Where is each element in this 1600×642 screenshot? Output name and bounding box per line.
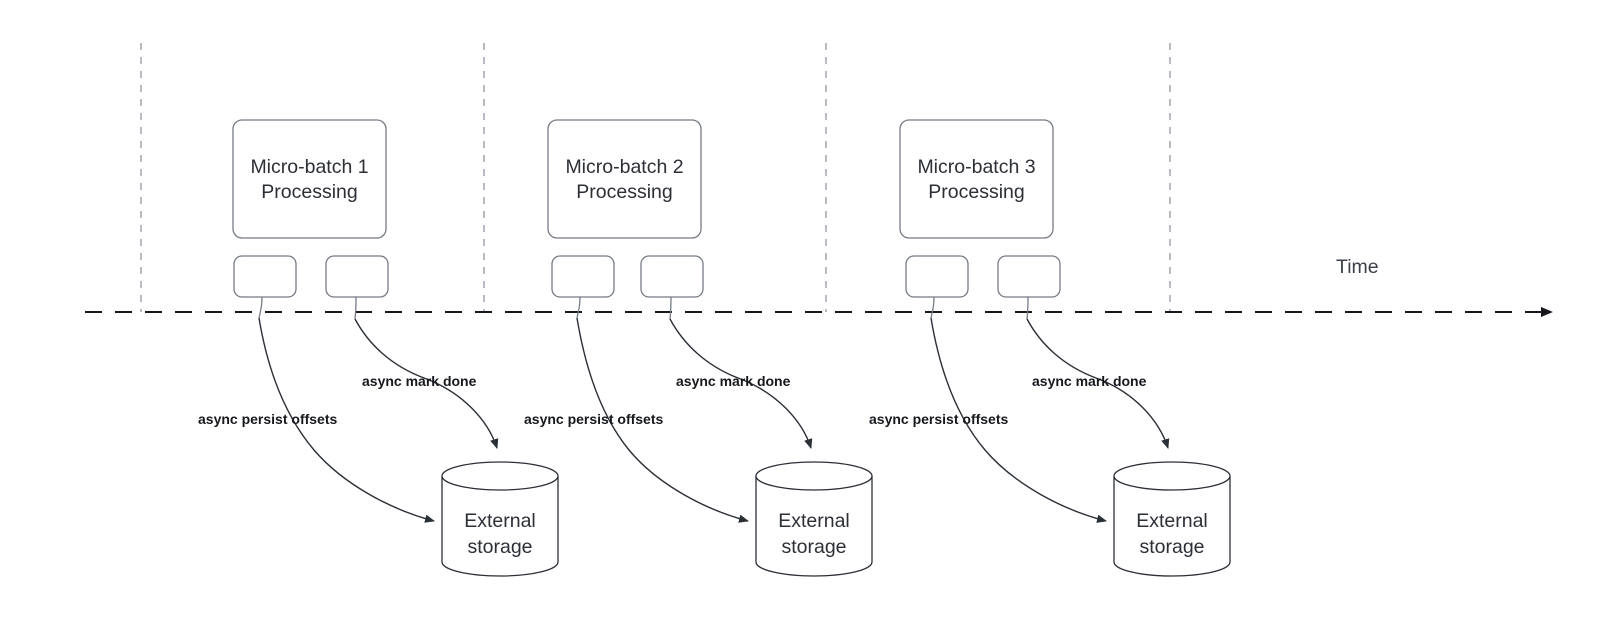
external-storage-1-line2: storage	[467, 536, 532, 558]
marker-2b-stem	[669, 296, 672, 320]
persist-edge-3	[930, 317, 1107, 523]
external-storage-1[interactable]: External storage	[441, 461, 559, 577]
marker-3b-box[interactable]	[997, 255, 1061, 298]
micro-batch-3-box[interactable]	[899, 119, 1054, 239]
marker-1a-stem	[258, 296, 263, 319]
async-persist-offsets-3-label: async persist offsets	[869, 411, 1008, 427]
async-persist-offsets-2-label: async persist offsets	[524, 411, 663, 427]
async-mark-done-2-label: async mark done	[676, 373, 791, 389]
micro-batch-1-box[interactable]	[232, 119, 387, 239]
external-storage-3-line1: External	[1136, 510, 1208, 532]
marker-3b-stem	[1026, 296, 1029, 320]
micro-batch-3-title-line2: Processing	[928, 181, 1024, 203]
markdone-edge-2	[669, 318, 813, 449]
async-mark-done-1-label: async mark done	[362, 373, 477, 389]
persist-edge-1	[258, 317, 435, 523]
external-storage-1-line1: External	[464, 510, 536, 532]
async-mark-done-3-label: async mark done	[1032, 373, 1147, 389]
marker-3a-stem	[930, 296, 935, 319]
marker-1b-stem	[354, 296, 357, 320]
micro-batch-1-title-line1: Micro-batch 1	[250, 156, 368, 178]
micro-batch-2-title-line1: Micro-batch 2	[565, 156, 683, 178]
async-persist-offsets-1-label: async persist offsets	[198, 411, 337, 427]
marker-2a-box[interactable]	[551, 255, 615, 298]
marker-2a-stem	[576, 296, 581, 319]
micro-batch-3-title-line1: Micro-batch 3	[917, 156, 1035, 178]
marker-2b-box[interactable]	[640, 255, 704, 298]
time-axis-label: Time	[1336, 256, 1379, 278]
external-storage-2-line1: External	[778, 510, 850, 532]
micro-batch-1-title-line2: Processing	[261, 181, 357, 203]
external-storage-2[interactable]: External storage	[755, 461, 873, 577]
tick-line-group	[140, 43, 1171, 312]
micro-batch-3-group: Micro-batch 3 Processing async mark done…	[869, 119, 1231, 577]
persist-edge-2	[576, 317, 749, 523]
markdone-edge-1	[354, 318, 499, 449]
micro-batch-2-group: Micro-batch 2 Processing async mark done…	[524, 119, 873, 577]
marker-1a-box[interactable]	[233, 255, 297, 298]
external-storage-3[interactable]: External storage	[1113, 461, 1231, 577]
marker-1b-box[interactable]	[325, 255, 389, 298]
micro-batch-1-group: Micro-batch 1 Processing async mark done…	[198, 119, 559, 577]
micro-batch-2-box[interactable]	[547, 119, 702, 239]
external-storage-2-line2: storage	[781, 536, 846, 558]
micro-batch-2-title-line2: Processing	[576, 181, 672, 203]
markdone-edge-3	[1026, 318, 1170, 449]
external-storage-3-line2: storage	[1139, 536, 1204, 558]
marker-3a-box[interactable]	[905, 255, 969, 298]
